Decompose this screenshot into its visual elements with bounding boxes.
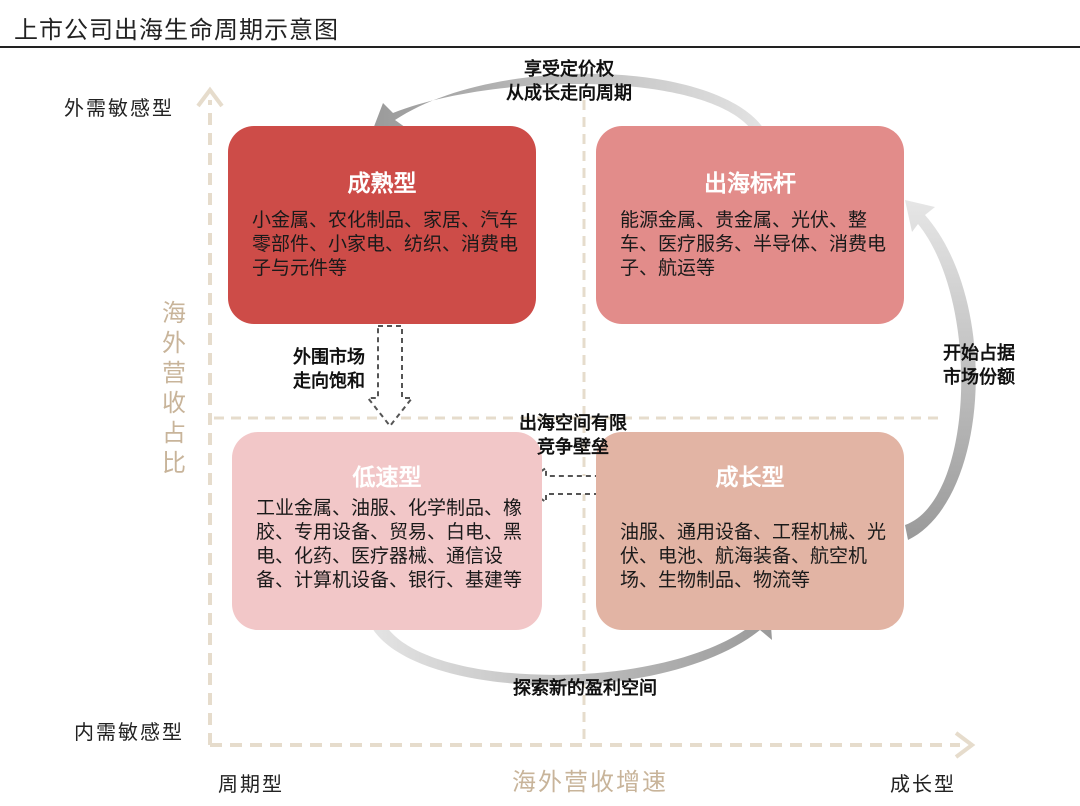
right-transition-label: 开始占据 市场份额 <box>934 342 1024 390</box>
quadrant-mature-title: 成熟型 <box>347 171 417 197</box>
right-transition-line-1: 开始占据 <box>943 343 1015 364</box>
top-transition-line-1: 享受定价权 <box>524 59 614 80</box>
middle-transition-label: 出海空间有限 竞争壁垒 <box>508 412 638 460</box>
x-right-label: 成长型 <box>890 772 956 796</box>
quadrant-lowspeed-title: 低速型 <box>352 465 422 491</box>
bottom-transition-line-1: 探索新的盈利空间 <box>513 678 657 699</box>
y-axis-title: 海外营收占比 <box>162 299 186 477</box>
left-transition-label: 外围市场 走向饱和 <box>284 346 374 394</box>
x-axis-title: 海外营收增速 <box>512 768 668 796</box>
middle-transition-line-2: 竞争壁垒 <box>537 437 609 458</box>
top-transition-line-2: 从成长走向周期 <box>506 83 632 104</box>
right-transition-line-2: 市场份额 <box>943 367 1015 388</box>
right-arc-arrow <box>905 200 976 540</box>
quadrant-growth: 成长型 油服、通用设备、工程机械、光伏、电池、航海装备、航空机场、生物制品、物流… <box>596 432 904 630</box>
left-transition-line-2: 走向饱和 <box>293 371 365 392</box>
y-bottom-label: 内需敏感型 <box>74 720 184 744</box>
bottom-transition-label: 探索新的盈利空间 <box>500 677 670 701</box>
left-down-arrow <box>365 325 415 428</box>
quadrant-mature: 成熟型 小金属、农化制品、家居、汽车零部件、小家电、纺织、消费电子与元件等 <box>228 126 536 324</box>
bottom-arc-arrow <box>368 612 772 686</box>
x-left-label: 周期型 <box>218 772 284 796</box>
x-axis-arrowhead <box>954 731 976 759</box>
quadrant-benchmark-body: 能源金属、贵金属、光伏、整车、医疗服务、半导体、消费电子、航运等 <box>620 209 887 279</box>
top-transition-label: 享受定价权 从成长走向周期 <box>494 58 644 106</box>
title-underline <box>0 46 1080 48</box>
quadrant-growth-body: 油服、通用设备、工程机械、光伏、电池、航海装备、航空机场、生物制品、物流等 <box>620 521 887 591</box>
quadrant-growth-title: 成长型 <box>715 465 785 491</box>
quadrant-benchmark: 出海标杆 能源金属、贵金属、光伏、整车、医疗服务、半导体、消费电子、航运等 <box>596 126 904 324</box>
quadrant-mature-body: 小金属、农化制品、家居、汽车零部件、小家电、纺织、消费电子与元件等 <box>252 209 519 279</box>
y-axis-arrowhead <box>196 86 224 108</box>
middle-transition-line-1: 出海空间有限 <box>519 413 627 434</box>
top-arc-arrow <box>370 73 772 146</box>
y-top-label: 外需敏感型 <box>64 96 174 120</box>
quadrant-lowspeed: 低速型 工业金属、油服、化学制品、橡胶、专用设备、贸易、白电、黑电、化药、医疗器… <box>232 432 542 630</box>
left-transition-line-1: 外围市场 <box>293 347 365 368</box>
quadrant-benchmark-title: 出海标杆 <box>704 171 796 197</box>
page-title: 上市公司出海生命周期示意图 <box>14 16 339 44</box>
quadrant-lowspeed-body: 工业金属、油服、化学制品、橡胶、专用设备、贸易、白电、黑电、化药、医疗器械、通信… <box>256 497 523 591</box>
